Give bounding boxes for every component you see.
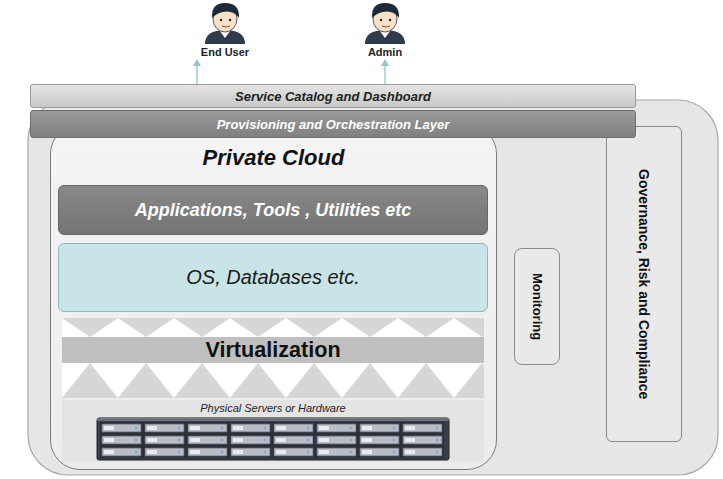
server-picture [97,418,449,460]
node-text: Provisioning and Orchestration Layer [217,117,450,132]
governance-box: Governance, Risk and Compliance [606,126,682,442]
outer-container [28,100,718,475]
user-icon [205,3,245,44]
node-text: Governance, Risk and Compliance [636,169,652,399]
node-text: Private Cloud [203,145,345,171]
node-text: Physical Servers or Hardware [200,402,346,414]
node-text: Monitoring [530,273,545,340]
node-text: Virtualization [205,337,340,363]
monitoring-box: Monitoring [514,248,560,365]
admin-label: Admin [368,46,402,58]
catalog-band: Service Catalog and Dashboard [30,84,636,108]
node-text: Applications, Tools , Utilities etc [135,200,411,221]
node-text: Service Catalog and Dashboard [235,89,431,104]
chevron-band [62,318,484,398]
user-arrows [193,59,389,84]
provisioning-band: Provisioning and Orchestration Layer [30,110,636,138]
hardware-layer: Physical Servers or Hardware [62,400,484,462]
user-label: End User [201,46,249,58]
hardware-ground [62,400,484,462]
cloud-region: Private CloudApplications, Tools , Utili… [50,124,497,470]
node-text: OS, Databases etc. [186,266,359,289]
admin-icon [365,3,405,44]
virtualization-layer: Virtualization [62,337,484,363]
applications-layer: Applications, Tools , Utilities etc [58,185,488,235]
cloud-fill [50,124,497,470]
os-layer: OS, Databases etc. [58,243,488,312]
